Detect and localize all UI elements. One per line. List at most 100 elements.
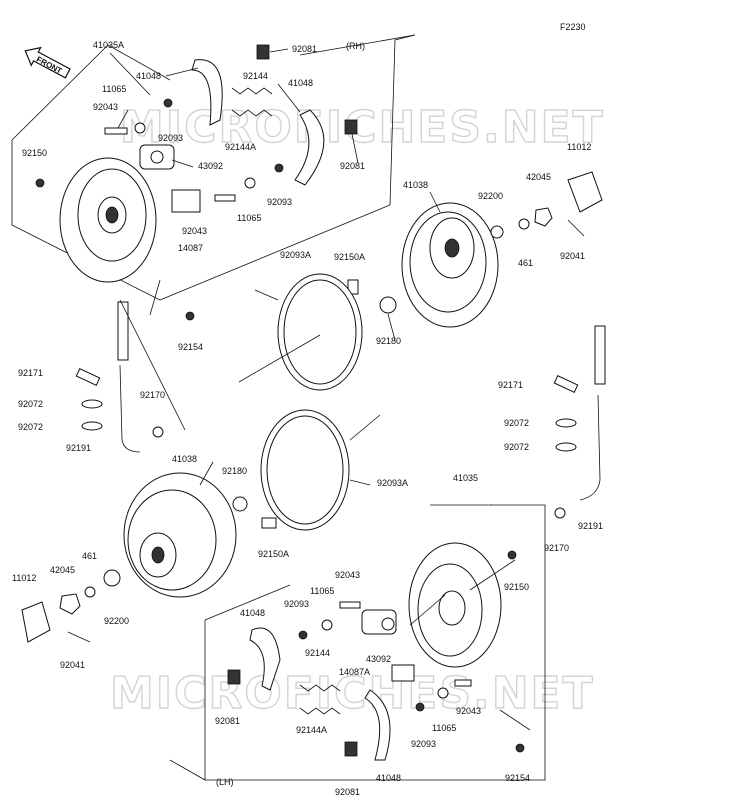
- part-number-label: 92180: [222, 466, 247, 476]
- bolt-92150-rh: [35, 178, 45, 188]
- nut-42045-lh: [59, 593, 81, 615]
- pin-92043-lh: [339, 601, 361, 609]
- part-number-label: 43092: [366, 654, 391, 664]
- part-number-label: 41038: [403, 180, 428, 190]
- part-number-label: 41035A: [93, 40, 124, 50]
- bolt-92150-lh: [507, 550, 517, 560]
- part-number-label: 92072: [18, 422, 43, 432]
- washer-92093-rh-b: [274, 163, 284, 173]
- pin-92081-lh-left: [227, 669, 241, 685]
- brake-drum-lh: [123, 472, 237, 598]
- part-number-label: 92093: [267, 197, 292, 207]
- part-number-label: 92081: [215, 716, 240, 726]
- washer-11065-rh: [134, 122, 146, 134]
- part-number-label: 92081: [335, 787, 360, 797]
- part-number-label: 92093: [284, 599, 309, 609]
- part-number-label: 42045: [50, 565, 75, 575]
- spring-92144-lh: [299, 684, 341, 692]
- part-number-label: 41048: [240, 608, 265, 618]
- part-number-label: 92171: [498, 380, 523, 390]
- part-number-label: 42045: [526, 172, 551, 182]
- part-number-label: 11065: [102, 84, 126, 94]
- part-number-label: 461: [82, 551, 97, 561]
- wheel-cylinder-rh: [139, 144, 175, 170]
- hub-cap-11012-lh: [21, 601, 51, 643]
- part-number-label: 11012: [567, 142, 591, 152]
- figure-code: F2230: [560, 22, 586, 32]
- part-number-label: 92043: [335, 570, 360, 580]
- part-number-label: 92041: [60, 660, 85, 670]
- washer-92200-lh: [103, 569, 121, 587]
- pin-92043-lh-b: [454, 679, 472, 687]
- pin-92081-rh-right: [344, 119, 358, 135]
- washer-11065-lh-b: [437, 687, 449, 699]
- part-number-label: 92144: [243, 71, 268, 81]
- adjuster-14087a: [391, 664, 415, 682]
- part-number-label: 11012: [12, 573, 36, 583]
- hose-92191-upper-right: [594, 325, 606, 385]
- spring-92144a-lh: [299, 707, 341, 715]
- part-number-label: 92043: [182, 226, 207, 236]
- part-number-label: 92171: [18, 368, 43, 378]
- washer-92200-rh: [490, 225, 504, 239]
- pin-92081-rh-top: [256, 44, 270, 60]
- spring-92144a-rh: [231, 109, 273, 117]
- washer-11065-lh: [321, 619, 333, 631]
- part-number-label: 92180: [376, 336, 401, 346]
- adjuster-14087: [171, 189, 201, 213]
- clamp-92072-left-a: [81, 399, 103, 409]
- clamp-92170-right: [554, 507, 566, 519]
- part-number-label: 92170: [544, 543, 569, 553]
- part-number-label: 92093A: [280, 250, 311, 260]
- washer-461-rh: [518, 218, 530, 230]
- clamp-92072-right-a: [555, 418, 577, 428]
- brake-shoe-lh-upper: [249, 627, 281, 691]
- hub-cap-11012-rh: [567, 171, 603, 213]
- rh-box-upper: [299, 34, 416, 56]
- rh-box-top-left: [11, 44, 109, 141]
- part-number-label: 92093: [158, 133, 183, 143]
- pin-92043-rh: [104, 127, 128, 135]
- part-number-label: 92200: [478, 191, 503, 201]
- part-number-label: 11065: [432, 723, 456, 733]
- part-number-label: 92150: [22, 148, 47, 158]
- front-arrow-icon: [24, 46, 71, 79]
- part-number-label: 92041: [560, 251, 585, 261]
- part-number-label: 14087A: [339, 667, 370, 677]
- watermark-bottom: MICROFICHES.NET: [110, 668, 595, 719]
- washer-11065-rh-b: [244, 177, 256, 189]
- part-number-label: 92093A: [377, 478, 408, 488]
- backing-plate-rh: [59, 157, 157, 283]
- brake-drum-rh: [401, 202, 499, 328]
- part-number-label: 92150: [504, 582, 529, 592]
- spring-92144-rh: [231, 87, 273, 95]
- part-number-label: 11065: [237, 213, 261, 223]
- part-number-label: 92144: [305, 648, 330, 658]
- part-number-label: 92043: [456, 706, 481, 716]
- part-number-label: 92150A: [334, 252, 365, 262]
- washer-92093-lh-b: [415, 702, 425, 712]
- brake-shoe-rh-upper: [191, 59, 223, 126]
- part-number-label: 92154: [178, 342, 203, 352]
- cotter-pin-92041-rh: [567, 219, 585, 237]
- part-number-label: 92081: [340, 161, 365, 171]
- side-label-rh: (RH): [346, 41, 365, 51]
- bolt-92150a-lh: [261, 517, 277, 529]
- hose-92191-upper-left: [117, 301, 129, 361]
- clamp-92072-left-b: [81, 421, 103, 431]
- part-number-label: 92093: [411, 739, 436, 749]
- lh-box-bottom-right: [205, 504, 546, 781]
- nut-42045-rh: [534, 207, 553, 227]
- part-number-label: 92072: [18, 399, 43, 409]
- part-number-label: 92081: [292, 44, 317, 54]
- bolt-92154-lh: [515, 743, 525, 753]
- part-number-label: 92144A: [225, 142, 256, 152]
- brake-shoe-rh-lower: [294, 109, 325, 186]
- clip-92171-right: [553, 375, 579, 393]
- part-number-label: 92191: [66, 443, 91, 453]
- front-arrow-badge: FRONT: [24, 46, 71, 79]
- bolt-92150a-rh: [347, 279, 359, 295]
